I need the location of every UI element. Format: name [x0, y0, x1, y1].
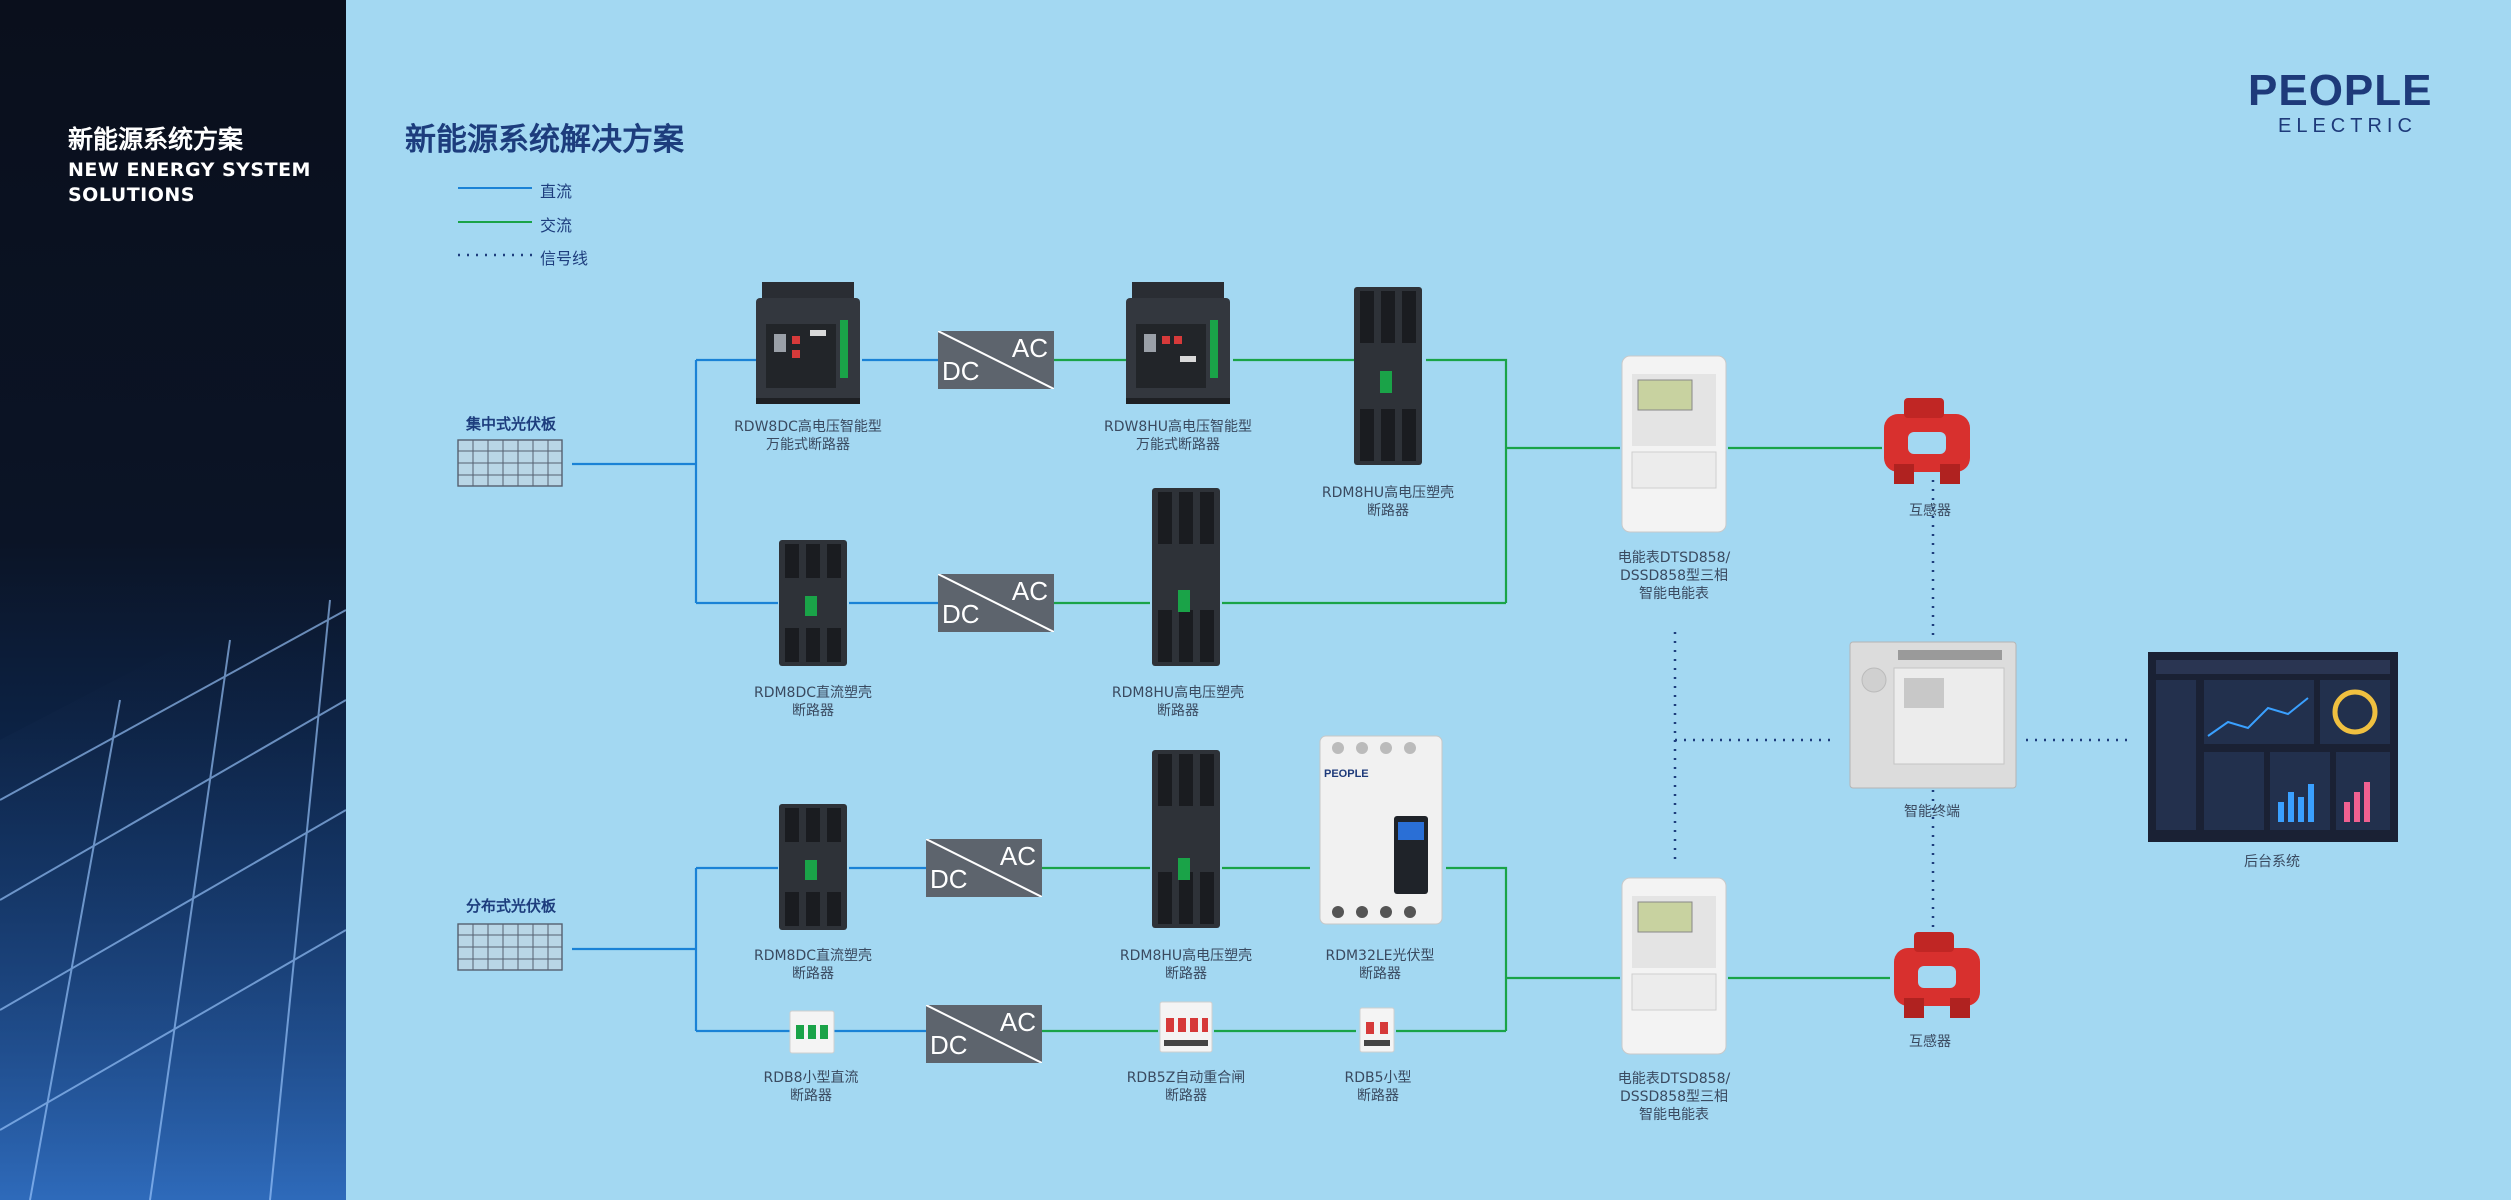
rdm8dc-low-breaker-image: [779, 804, 847, 930]
sidebar-title-en-line1: NEW ENERGY SYSTEM: [68, 159, 311, 181]
distributed-pv-label: 分布式光伏板: [465, 897, 556, 915]
meter-low-label: 电能表DTSD858/ DSSD858型三相 智能电能表: [1574, 1070, 1774, 1124]
meter-low-label-line2: DSSD858型三相: [1619, 1089, 1729, 1105]
converter-ac-label: AC: [999, 841, 1036, 871]
rdm8hu-mid-label-line1: RDM8HU高电压塑壳: [1111, 685, 1245, 701]
energy-meter-low-image: [1621, 877, 1727, 1055]
dcac-converter-2: AC DC: [938, 574, 1054, 632]
rdm8hu-low-label-line2: 断路器: [1165, 966, 1207, 982]
meter-low-label-line1: 电能表DTSD858/: [1617, 1071, 1731, 1087]
ac-lines: [1042, 358, 1890, 1033]
solar-panel-background: [0, 560, 346, 1200]
rdm8hu-low-label: RDM8HU高电压塑壳 断路器: [1086, 947, 1286, 983]
solar-panel-icon-distributed: [457, 923, 563, 971]
rdm8dc-low-label-line2: 断路器: [792, 966, 834, 982]
rdm32le-label-line1: RDM32LE光伏型: [1325, 948, 1435, 964]
rdm8dc-mid-label-line1: RDM8DC直流塑壳: [753, 685, 873, 701]
legend-ac-label: 交流: [540, 216, 573, 235]
rdb5-label-line1: RDB5小型: [1344, 1070, 1412, 1086]
rdw8dc-label-line1: RDW8DC高电压智能型: [734, 419, 882, 435]
converter-ac-label: AC: [999, 1007, 1036, 1037]
rdm8hu-top-label-line1: RDM8HU高电压塑壳: [1321, 485, 1455, 501]
rdw8hu-label: RDW8HU高电压智能型 万能式断路器: [1078, 418, 1278, 454]
rdw8hu-label-line2: 万能式断路器: [1136, 437, 1220, 453]
rdb8-label-line2: 断路器: [790, 1088, 832, 1104]
backend-dashboard-image: [2148, 652, 2398, 842]
converter-dc-label: DC: [930, 864, 968, 894]
rdb8-label: RDB8小型直流 断路器: [711, 1069, 911, 1105]
rdb8-mini-breaker-image: [789, 1010, 835, 1054]
sidebar-title-en-line2: SOLUTIONS: [68, 184, 195, 206]
dcac-converter-1: AC DC: [938, 331, 1054, 389]
converter-dc-label: DC: [930, 1030, 968, 1060]
rdb5-label: RDB5小型 断路器: [1278, 1069, 1478, 1105]
brand-logo: PEOPLE: [2248, 66, 2433, 115]
sidebar-title-en: NEW ENERGY SYSTEM SOLUTIONS: [68, 158, 338, 208]
rdm8dc-low-label: RDM8DC直流塑壳 断路器: [713, 947, 913, 983]
rdm8dc-mid-breaker-image: [779, 540, 847, 666]
dcac-converter-3: AC DC: [926, 839, 1042, 897]
converter-dc-label: DC: [942, 599, 980, 629]
brand-logo-subtitle: ELECTRIC: [2278, 115, 2417, 137]
rdw8hu-breaker-image: [1126, 282, 1230, 404]
terminal-label: 智能终端: [1904, 804, 1960, 820]
rdb5-label-line2: 断路器: [1357, 1088, 1399, 1104]
rdm8hu-mid-label-line2: 断路器: [1157, 703, 1199, 719]
rdm8hu-low-breaker-image: [1152, 750, 1220, 928]
rdw8dc-label-line2: 万能式断路器: [766, 437, 850, 453]
rdm8hu-top-label: RDM8HU高电压塑壳 断路器: [1288, 484, 1488, 520]
rdm8dc-mid-label: RDM8DC直流塑壳 断路器: [713, 684, 913, 720]
rdm32le-brand-text: PEOPLE: [1324, 768, 1369, 780]
meter-top-label-line3: 智能电能表: [1639, 586, 1709, 602]
solar-panel-icon-centralized: [457, 439, 563, 487]
legend-signal-label: 信号线: [540, 249, 589, 268]
current-transformer-top-image: [1884, 398, 1970, 484]
rdb5z-label-line2: 断路器: [1165, 1088, 1207, 1104]
dc-lines: [572, 358, 938, 1033]
rdb5z-recloser-image: [1159, 1001, 1213, 1053]
rdm32le-label: RDM32LE光伏型 断路器: [1280, 947, 1480, 983]
rdb5z-label-line1: RDB5Z自动重合闸: [1126, 1070, 1246, 1086]
rdb5z-label: RDB5Z自动重合闸 断路器: [1086, 1069, 1286, 1105]
sidebar: 新能源系统方案 NEW ENERGY SYSTEM SOLUTIONS: [0, 0, 346, 1200]
rdm8hu-mid-breaker-image: [1152, 488, 1220, 666]
legend-swatches: [458, 187, 532, 257]
ct-top-label: 互感器: [1909, 503, 1951, 519]
dcac-converter-4: AC DC: [926, 1005, 1042, 1063]
rdw8hu-label-line1: RDW8HU高电压智能型: [1103, 419, 1253, 435]
converter-ac-label: AC: [1011, 333, 1048, 363]
meter-top-label-line1: 电能表DTSD858/: [1617, 550, 1731, 566]
converter-dc-label: DC: [942, 356, 980, 386]
smart-terminal-image: [1849, 641, 2017, 789]
rdm8hu-top-breaker-image: [1354, 287, 1422, 465]
rdb5-mini-breaker-image: [1359, 1007, 1395, 1053]
backend-label: 后台系统: [2244, 854, 2300, 870]
rdm8dc-low-label-line1: RDM8DC直流塑壳: [753, 948, 873, 964]
centralized-pv-label: 集中式光伏板: [465, 415, 556, 433]
rdm32le-breaker-image: PEOPLE: [1318, 734, 1444, 926]
rdm8hu-top-label-line2: 断路器: [1367, 503, 1409, 519]
rdm8hu-low-label-line1: RDM8HU高电压塑壳: [1119, 948, 1253, 964]
rdm32le-label-line2: 断路器: [1359, 966, 1401, 982]
energy-meter-top-image: [1621, 355, 1727, 533]
converter-ac-label: AC: [1011, 576, 1048, 606]
rdb8-label-line1: RDB8小型直流: [763, 1070, 859, 1086]
sidebar-title-cn: 新能源系统方案: [68, 125, 244, 154]
rdm8hu-mid-label: RDM8HU高电压塑壳 断路器: [1078, 684, 1278, 720]
ct-low-label: 互感器: [1909, 1034, 1951, 1050]
current-transformer-low-image: [1894, 932, 1980, 1018]
page-title: 新能源系统解决方案: [405, 122, 684, 158]
rdw8dc-breaker-image: [756, 282, 860, 404]
legend-dc-label: 直流: [540, 182, 573, 201]
meter-low-label-line3: 智能电能表: [1639, 1107, 1709, 1123]
meter-top-label: 电能表DTSD858/ DSSD858型三相 智能电能表: [1574, 549, 1774, 603]
meter-top-label-line2: DSSD858型三相: [1619, 568, 1729, 584]
rdm8dc-mid-label-line2: 断路器: [792, 703, 834, 719]
rdw8dc-label: RDW8DC高电压智能型 万能式断路器: [708, 418, 908, 454]
